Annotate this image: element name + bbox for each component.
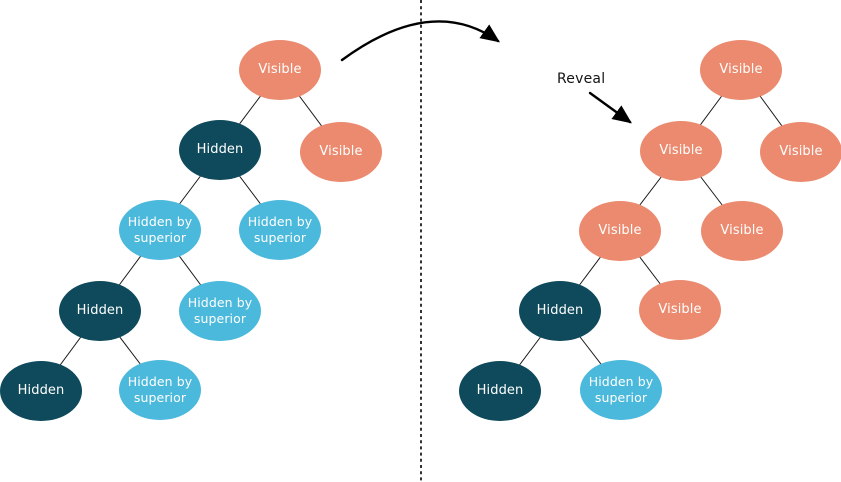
after-tree-node: Visible [579,201,661,261]
after-tree-node: Visible [639,280,721,340]
before-tree-node: Hidden by superior [239,200,321,260]
reveal-label: Reveal [557,71,606,87]
after-tree-node: Visible [760,122,841,182]
after-tree-node: Hidden [459,361,541,421]
before-tree-node: Hidden by superior [179,281,261,341]
after-tree-node: Hidden by superior [580,360,662,420]
before-tree-node: Hidden by superior [119,360,201,420]
before-tree-node-root: Visible [239,40,321,100]
before-tree-node: Hidden by superior [119,200,201,260]
transform-arrow [340,20,500,62]
before-tree-node: Visible [300,122,382,182]
before-tree-node: Hidden [59,281,141,341]
after-tree-node: Hidden [519,281,601,341]
before-tree-node: Hidden [0,361,82,421]
after-tree-node-revealed: Visible [640,121,722,181]
after-tree-node: Visible [701,201,783,261]
before-tree-node: Hidden [179,120,261,180]
reveal-arrow [588,91,632,124]
after-tree-node-root: Visible [700,40,782,100]
